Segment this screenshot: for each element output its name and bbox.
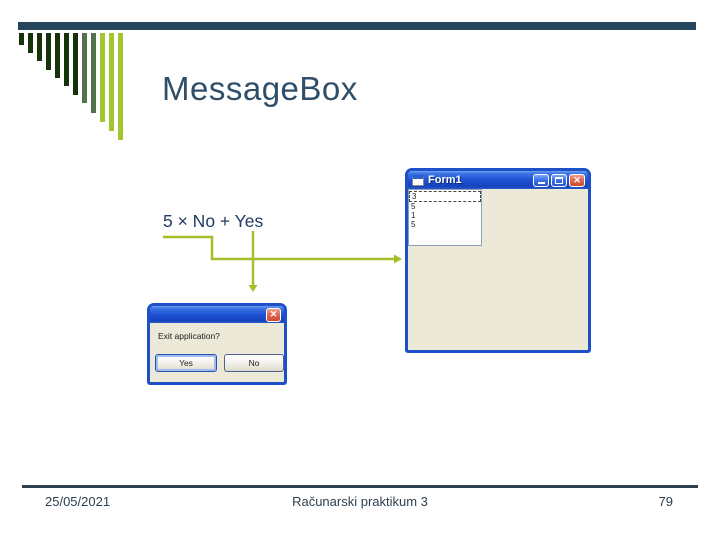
listbox-item[interactable]: 3 [409,191,481,202]
logo-bar [28,33,33,53]
dialog-titlebar[interactable]: ✕ [150,306,284,323]
minimize-icon [537,181,545,184]
bullet-text: 5 × No + Yes [163,211,264,231]
logo-bar [118,33,123,140]
logo-bar [46,33,51,70]
dialog-yes-button[interactable]: Yes [155,354,217,372]
dialog-close-icon: ✕ [269,309,278,319]
close-button[interactable]: ✕ [569,173,585,187]
footer-divider [22,485,698,488]
dialog-message: Exit application? [158,331,220,341]
dialog-no-button[interactable]: No [224,354,284,372]
slide-title: MessageBox [162,70,358,107]
listbox-item[interactable]: 5 [411,220,416,229]
form1-titlebar[interactable]: Form1 ✕ [408,171,588,189]
footer-page-number: 79 [658,494,673,509]
footer-date: 25/05/2021 [45,494,111,509]
listbox-item[interactable]: 5 [411,202,416,211]
form-icon [412,174,424,186]
maximize-button[interactable] [551,173,567,187]
message-dialog: ✕ Exit application? Yes No [147,303,287,385]
window-controls: ✕ [533,173,585,187]
listbox-item[interactable]: 1 [411,211,416,220]
logo [19,33,127,140]
footer-course: Računarski praktikum 3 [292,494,428,509]
logo-bar [82,33,87,103]
logo-bar [37,33,42,61]
maximize-icon [555,176,563,184]
dialog-close-button[interactable]: ✕ [266,307,281,322]
logo-bar [64,33,69,86]
dialog-body: Exit application? Yes No [150,323,284,382]
logo-bar [73,33,78,95]
form1-title: Form1 [428,174,462,186]
top-accent-bar [18,22,696,30]
logo-bar [55,33,60,78]
logo-bar [19,33,24,45]
logo-bar [109,33,114,131]
minimize-button[interactable] [533,173,549,187]
close-icon: ✕ [573,174,581,185]
logo-bar [91,33,96,113]
logo-bar [100,33,105,122]
